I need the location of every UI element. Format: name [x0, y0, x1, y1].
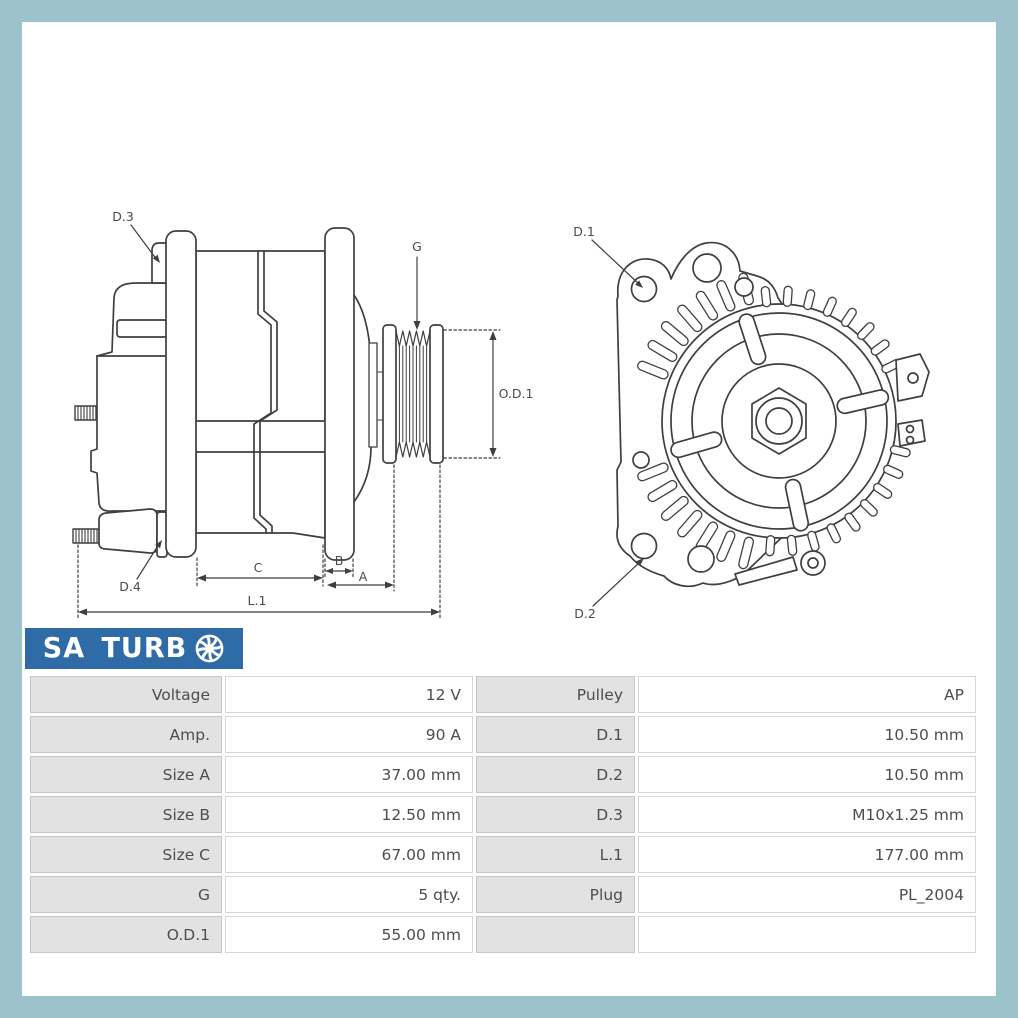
- spec-value-pulley: AP: [638, 676, 976, 713]
- spec-label-d1: D.1: [476, 716, 635, 753]
- spec-label-g: G: [30, 876, 222, 913]
- brand-name: SA TURB: [42, 632, 188, 665]
- vent-slots: [637, 272, 755, 570]
- spec-table: Voltage 12 V Pulley AP Amp. 90 A D.1 10.…: [30, 676, 976, 953]
- dim-label-d1: D.1: [573, 224, 595, 239]
- spec-label-size-b: Size B: [30, 796, 222, 833]
- fan-spokes: [670, 313, 890, 532]
- spec-value-d2: 10.50 mm: [638, 756, 976, 793]
- dim-label-b: B: [335, 553, 344, 568]
- alternator-front-view: D.1 D.2: [573, 224, 930, 621]
- pulley-side: [382, 324, 444, 464]
- spec-value-amp: 90 A: [225, 716, 473, 753]
- dim-label-c: C: [254, 560, 263, 575]
- brand-logo: SA TURB: [25, 628, 243, 669]
- dimension-lines: [77, 224, 501, 620]
- spec-label-size-a: Size A: [30, 756, 222, 793]
- dim-label-d3: D.3: [112, 209, 134, 224]
- spec-label-d2: D.2: [476, 756, 635, 793]
- spec-value-g: 5 qty.: [225, 876, 473, 913]
- spec-label-d3: D.3: [476, 796, 635, 833]
- rim-scallops: [760, 285, 911, 557]
- dim-label-l1: L.1: [248, 593, 267, 608]
- spec-value-d3: M10x1.25 mm: [638, 796, 976, 833]
- technical-drawing: D.3 D.4 G O.D.1 C B A L.1: [72, 209, 930, 621]
- spec-label-od1: O.D.1: [30, 916, 222, 953]
- alternator-side-view: D.3 D.4 G O.D.1 C B A L.1: [72, 209, 534, 620]
- spec-label-voltage: Voltage: [30, 676, 222, 713]
- spec-value-size-b: 12.50 mm: [225, 796, 473, 833]
- dim-label-d2: D.2: [574, 606, 596, 621]
- spec-value-size-a: 37.00 mm: [225, 756, 473, 793]
- shaft-nut: [751, 387, 807, 455]
- spec-value-plug: PL_2004: [638, 876, 976, 913]
- spec-label-amp: Amp.: [30, 716, 222, 753]
- spec-value-od1: 55.00 mm: [225, 916, 473, 953]
- dim-label-d4: D.4: [119, 579, 141, 594]
- spec-value-d1: 10.50 mm: [638, 716, 976, 753]
- dim-label-g: G: [412, 239, 422, 254]
- spec-value-l1: 177.00 mm: [638, 836, 976, 873]
- dim-label-a: A: [359, 569, 368, 584]
- turbo-impeller-icon: [195, 634, 224, 663]
- spec-label-empty: [476, 916, 635, 953]
- dim-label-od1: O.D.1: [499, 386, 534, 401]
- spec-value-voltage: 12 V: [225, 676, 473, 713]
- spec-label-size-c: Size C: [30, 836, 222, 873]
- spec-label-l1: L.1: [476, 836, 635, 873]
- spec-label-pulley: Pulley: [476, 676, 635, 713]
- spec-value-empty: [638, 916, 976, 953]
- spec-label-plug: Plug: [476, 876, 635, 913]
- spec-value-size-c: 67.00 mm: [225, 836, 473, 873]
